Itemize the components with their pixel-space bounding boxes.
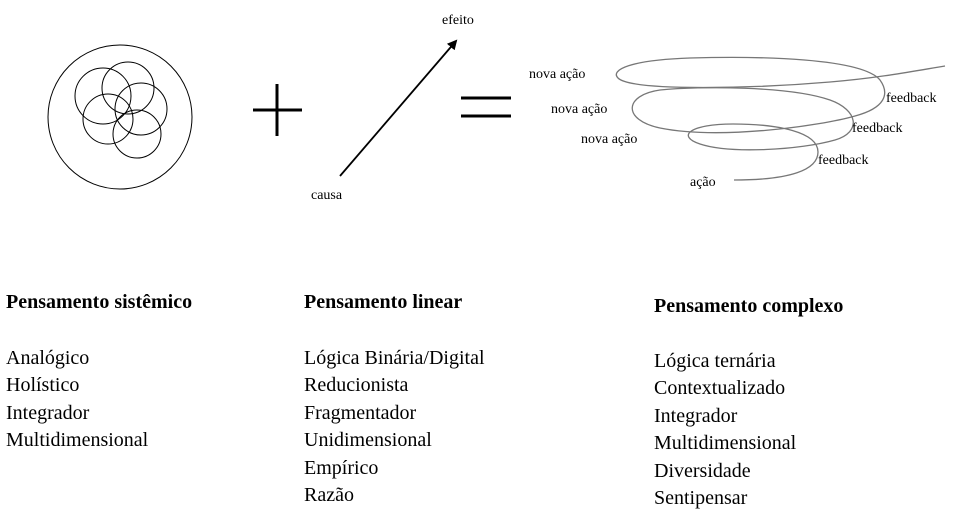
new-action-label-1: nova ação xyxy=(529,67,585,82)
inner-circle xyxy=(101,61,155,115)
inner-circle xyxy=(112,109,162,159)
equals-sign xyxy=(461,96,511,118)
feedback-spiral xyxy=(615,56,946,181)
plus-sign xyxy=(253,84,302,136)
column-list: Lógica ternária Contextualizado Integrad… xyxy=(654,348,843,512)
feedback-label-2: feedback xyxy=(852,121,903,136)
new-action-label-3: nova ação xyxy=(581,132,637,147)
linear-thinking-column: Pensamento linear Lógica Binária/Digital… xyxy=(304,290,485,509)
effect-label: efeito xyxy=(442,13,474,28)
cause-label: causa xyxy=(311,188,343,203)
feedback-label-1: feedback xyxy=(886,91,937,106)
inner-circle xyxy=(74,67,132,125)
list-item: Lógica ternária xyxy=(654,350,776,372)
list-item: Diversidade xyxy=(654,459,751,482)
inner-circle xyxy=(114,82,168,136)
list-item: Empírico xyxy=(304,456,379,479)
list-item: Unidimensional xyxy=(304,429,432,452)
list-item: Reducionista xyxy=(304,374,409,397)
column-title: Pensamento sistêmico xyxy=(6,291,193,313)
list-item: Integrador xyxy=(654,404,738,427)
list-item: Integrador xyxy=(6,401,90,424)
action-label: ação xyxy=(690,175,716,190)
list-item: Sentipensar xyxy=(654,487,748,510)
thinking-diagram: efeito causa nova ação nova ação nova aç… xyxy=(47,13,946,203)
list-item: Contextualizado xyxy=(654,377,786,400)
column-list: Lógica Binária/Digital Reducionista Frag… xyxy=(304,345,485,509)
list-item: Lógica Binária/Digital xyxy=(304,347,485,369)
list-item: Multidimensional xyxy=(654,432,797,455)
list-item: Razão xyxy=(304,484,354,507)
column-title: Pensamento linear xyxy=(304,291,463,313)
column-title: Pensamento complexo xyxy=(654,295,844,317)
list-item: Fragmentador xyxy=(304,401,417,424)
feedback-label-3: feedback xyxy=(818,153,869,168)
outer-circle xyxy=(47,44,193,190)
list-item: Holístico xyxy=(6,374,80,397)
systemic-thinking-column: Pensamento sistêmico Analógico Holístico… xyxy=(6,290,192,455)
systemic-circles xyxy=(47,44,193,190)
list-item: Analógico xyxy=(6,347,90,369)
complex-thinking-column: Pensamento complexo Lógica ternária Cont… xyxy=(654,294,843,512)
inner-circle xyxy=(82,93,134,145)
new-action-label-2: nova ação xyxy=(551,102,607,117)
column-list: Analógico Holístico Integrador Multidime… xyxy=(6,345,192,455)
cause-effect-arrow xyxy=(339,39,458,177)
list-item: Multidimensional xyxy=(6,429,149,452)
